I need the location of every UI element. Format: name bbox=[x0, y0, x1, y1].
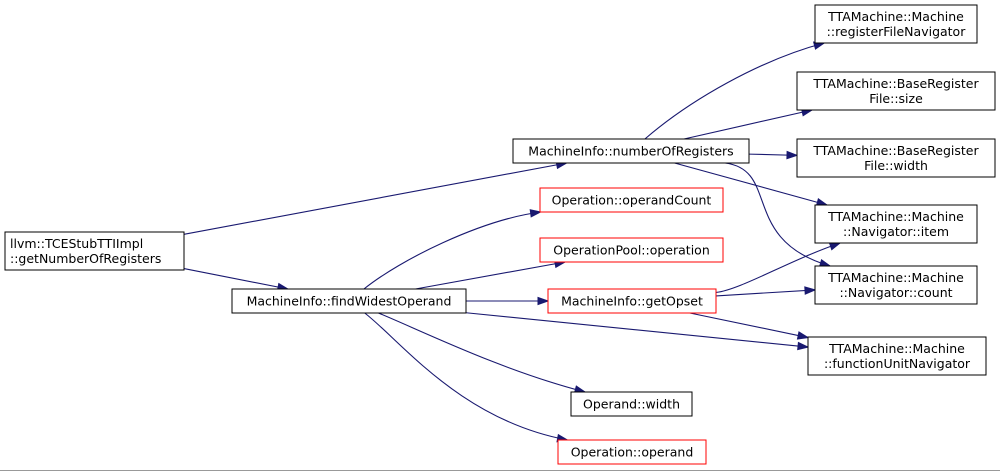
arrowhead-icon bbox=[804, 286, 817, 295]
call-edge bbox=[715, 286, 817, 297]
node-label: MachineInfo::getOpset bbox=[561, 294, 703, 309]
arrowhead-icon bbox=[529, 209, 543, 218]
edge-line bbox=[644, 42, 825, 140]
edge-line bbox=[378, 312, 586, 393]
node-label: Operation::operandCount bbox=[552, 193, 712, 208]
node-label: File::width bbox=[864, 158, 928, 173]
call-edge bbox=[689, 312, 810, 340]
node-box[interactable] bbox=[570, 391, 693, 417]
node-label: ::Navigator::count bbox=[839, 285, 952, 300]
node-label: ::Navigator::item bbox=[843, 224, 949, 239]
node-box[interactable] bbox=[539, 187, 724, 213]
edge-line bbox=[183, 162, 567, 235]
node-label: TTAMachine::Machine bbox=[828, 341, 965, 356]
node-label: TTAMachine::Machine bbox=[827, 209, 964, 224]
nodes-layer: llvm::TCEStubTTIImpl::getNumberOfRegiste… bbox=[4, 4, 996, 465]
call-edge bbox=[465, 312, 810, 351]
call-edge bbox=[183, 268, 290, 292]
call-edge bbox=[748, 150, 799, 160]
node-label: TTAMachine::Machine bbox=[827, 9, 964, 24]
call-edge bbox=[683, 108, 814, 140]
arrowhead-icon bbox=[786, 150, 799, 160]
node-root[interactable]: llvm::TCEStubTTIImpl::getNumberOfRegiste… bbox=[4, 231, 185, 271]
call-edge bbox=[363, 209, 543, 290]
node-label: ::functionUnitNavigator bbox=[824, 356, 971, 371]
edges-layer bbox=[183, 41, 842, 443]
edge-line bbox=[689, 312, 809, 339]
call-edge bbox=[466, 296, 550, 306]
node-box[interactable] bbox=[539, 237, 724, 263]
node-box[interactable] bbox=[814, 204, 978, 244]
call-edge bbox=[725, 162, 832, 268]
node-box[interactable] bbox=[512, 138, 750, 164]
node-label: TTAMachine::BaseRegister bbox=[812, 143, 979, 158]
node-label: ::registerFileNavigator bbox=[827, 24, 967, 39]
node-functionUnitNavigator[interactable]: TTAMachine::Machine::functionUnitNavigat… bbox=[807, 336, 987, 376]
node-poolOperation[interactable]: OperationPool::operation bbox=[539, 237, 724, 263]
node-operationOperand[interactable]: Operation::operand bbox=[557, 439, 707, 465]
edge-line bbox=[674, 162, 828, 206]
call-edge bbox=[183, 160, 569, 235]
edge-line bbox=[725, 162, 831, 267]
node-label: ::getNumberOfRegisters bbox=[10, 251, 161, 266]
node-label: MachineInfo::findWidestOperand bbox=[247, 294, 452, 309]
arrowhead-icon bbox=[537, 296, 550, 306]
edge-line bbox=[363, 211, 541, 290]
node-findWidestOperand[interactable]: MachineInfo::findWidestOperand bbox=[231, 288, 467, 314]
node-box[interactable] bbox=[231, 288, 467, 314]
node-box[interactable] bbox=[4, 231, 185, 271]
edge-line bbox=[465, 312, 809, 348]
node-label: OperationPool::operation bbox=[553, 243, 710, 258]
node-label: TTAMachine::Machine bbox=[827, 270, 964, 285]
node-operandCount[interactable]: Operation::operandCount bbox=[539, 187, 724, 213]
node-label: MachineInfo::numberOfRegisters bbox=[528, 144, 733, 159]
node-box[interactable] bbox=[814, 265, 978, 305]
node-label: Operation::operand bbox=[571, 445, 694, 460]
edge-line bbox=[364, 312, 568, 441]
node-box[interactable] bbox=[814, 4, 978, 44]
node-label: llvm::TCEStubTTIImpl bbox=[10, 236, 143, 251]
node-box[interactable] bbox=[557, 439, 707, 465]
call-edge bbox=[415, 259, 567, 290]
node-navCount[interactable]: TTAMachine::Machine::Navigator::count bbox=[814, 265, 978, 305]
node-box[interactable] bbox=[796, 138, 996, 178]
arrowhead-icon bbox=[796, 331, 810, 340]
node-registerFileNavigator[interactable]: TTAMachine::Machine::registerFileNavigat… bbox=[814, 4, 978, 44]
node-navItem[interactable]: TTAMachine::Machine::Navigator::item bbox=[814, 204, 978, 244]
node-box[interactable] bbox=[796, 71, 996, 111]
node-label: File::size bbox=[869, 91, 923, 106]
arrowhead-icon bbox=[797, 341, 810, 351]
node-box[interactable] bbox=[547, 288, 717, 314]
node-label: Operand::width bbox=[583, 397, 680, 412]
arrowhead-icon bbox=[828, 242, 842, 251]
node-numberOfRegisters[interactable]: MachineInfo::numberOfRegisters bbox=[512, 138, 750, 164]
node-label: TTAMachine::BaseRegister bbox=[812, 76, 979, 91]
edge-line bbox=[715, 242, 841, 293]
node-box[interactable] bbox=[807, 336, 987, 376]
edge-line bbox=[715, 289, 816, 297]
edge-line bbox=[683, 109, 813, 140]
node-getOpset[interactable]: MachineInfo::getOpset bbox=[547, 288, 717, 314]
edge-line bbox=[183, 268, 289, 290]
node-operandWidth[interactable]: Operand::width bbox=[570, 391, 693, 417]
edge-line bbox=[415, 261, 566, 290]
bottom-divider bbox=[0, 470, 1000, 471]
